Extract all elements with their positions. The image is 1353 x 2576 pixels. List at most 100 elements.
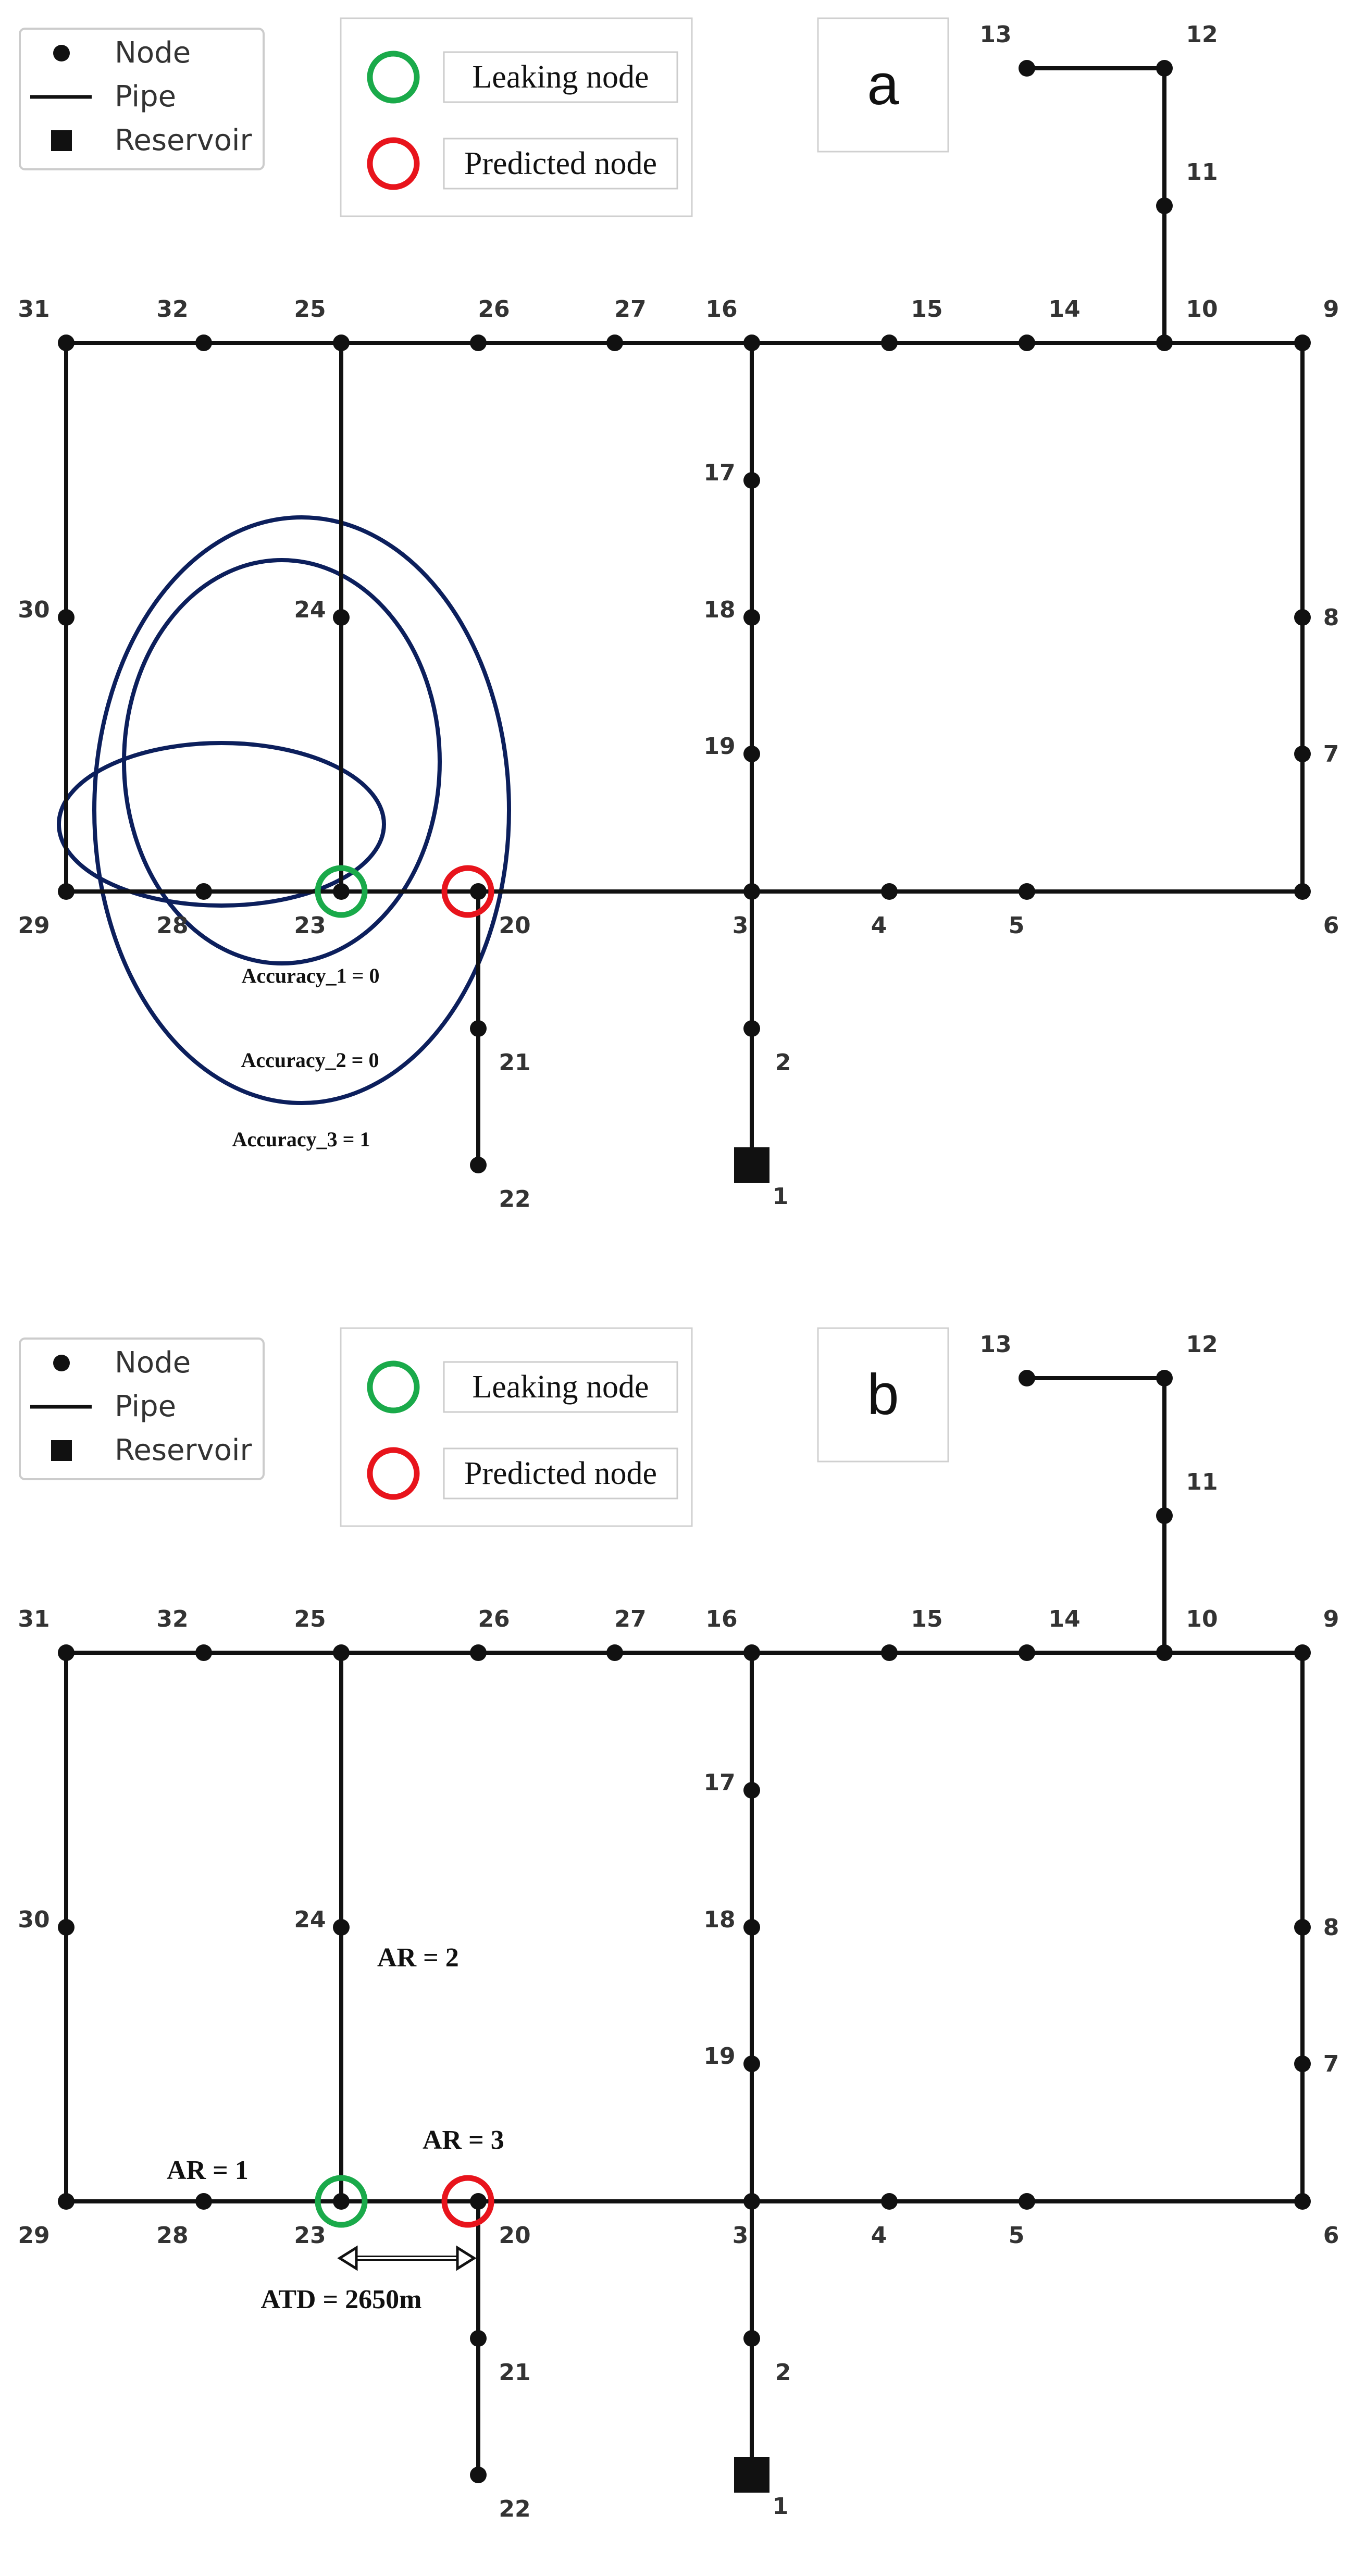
node-label-29: 29 (18, 2222, 49, 2249)
accuracy-2-ellipse (122, 558, 442, 965)
node-7 (1294, 746, 1311, 762)
node-label-17: 17 (703, 1769, 735, 1796)
panel-a-label-box: a (817, 17, 949, 153)
node-18 (743, 1919, 760, 1936)
node-28 (195, 883, 212, 900)
node-26 (470, 335, 487, 351)
node-label-3: 3 (733, 912, 749, 939)
node-label-1: 1 (773, 1183, 789, 1210)
node-label-18: 18 (703, 1906, 735, 1933)
panel-b-label: b (867, 1363, 899, 1427)
node-31 (58, 1644, 75, 1661)
node-16 (743, 1644, 760, 1661)
node-21 (470, 2330, 487, 2347)
predicted-node-marker (441, 865, 494, 918)
node-13 (1019, 1370, 1035, 1386)
node-20 (470, 2193, 487, 2210)
node-label-30: 30 (18, 1906, 49, 1933)
node-20 (470, 883, 487, 900)
node-label-23: 23 (294, 912, 326, 939)
node-14 (1019, 1644, 1035, 1661)
node-label-27: 27 (614, 1606, 646, 1632)
node-label-2: 2 (775, 2359, 791, 2386)
node-7 (1294, 2055, 1311, 2072)
ar-1-label: AR = 1 (167, 2156, 249, 2185)
node-22 (470, 2467, 487, 2483)
node-label-9: 9 (1323, 296, 1339, 323)
node-24 (333, 609, 350, 626)
node-label-1: 1 (773, 2493, 789, 2520)
node-17 (743, 1782, 760, 1799)
network-legend-box (19, 1337, 265, 1480)
node-label-18: 18 (703, 597, 735, 623)
predicted-node-marker (441, 2175, 494, 2228)
node-27 (606, 335, 623, 351)
legend-reservoir-marker (51, 130, 72, 151)
node-label-13: 13 (979, 21, 1011, 48)
network-legend: Node Pipe Reservoir (19, 1337, 265, 1480)
legend-predicted-label: Predicted node (464, 146, 657, 181)
node-label-10: 10 (1186, 1606, 1218, 1632)
node-label-17: 17 (703, 460, 735, 486)
node-label-12: 12 (1186, 21, 1218, 48)
node-label-22: 22 (499, 1186, 530, 1212)
node-label-7: 7 (1323, 2051, 1339, 2077)
node-label-11: 11 (1186, 1469, 1218, 1495)
legend-leaking-label: Leaking node (472, 59, 649, 95)
legend-reservoir-marker (51, 1440, 72, 1461)
legend-reservoir-label: Reservoir (115, 1433, 252, 1467)
panel-a-label: a (867, 53, 899, 117)
node-label-29: 29 (18, 912, 49, 939)
node-label-24: 24 (294, 1906, 326, 1933)
node-32 (195, 335, 212, 351)
node-9 (1294, 1644, 1311, 1661)
node-3 (743, 883, 760, 900)
node-label-30: 30 (18, 597, 49, 623)
node-29 (58, 883, 75, 900)
accuracy-3-ellipse (92, 515, 511, 1105)
node-25 (333, 335, 350, 351)
node-label-3: 3 (733, 2222, 749, 2249)
node-8 (1294, 609, 1311, 626)
atd-arrowhead-left (337, 2245, 358, 2271)
node-label-22: 22 (499, 2496, 530, 2522)
node-25 (333, 1644, 350, 1661)
node-label-21: 21 (499, 1049, 530, 1076)
node-label-20: 20 (499, 912, 530, 939)
accuracy-1-label: Accuracy_1 = 0 (242, 964, 380, 987)
node-15 (881, 1644, 898, 1661)
node-6 (1294, 2193, 1311, 2210)
node-label-4: 4 (871, 912, 887, 939)
node-16 (743, 335, 760, 351)
node-label-21: 21 (499, 2359, 530, 2386)
marker-legend: Leaking node Predicted node (340, 1327, 693, 1527)
marker-legend: Leaking node Predicted node (340, 17, 693, 217)
ar-3-label: AR = 3 (423, 2125, 504, 2155)
node-label-31: 31 (18, 1606, 49, 1632)
node-26 (470, 1644, 487, 1661)
node-30 (58, 609, 75, 626)
accuracy-1-ellipse (57, 741, 386, 908)
node-29 (58, 2193, 75, 2210)
node-27 (606, 1644, 623, 1661)
legend-leaking-marker (367, 1360, 420, 1414)
node-4 (881, 2193, 898, 2210)
node-14 (1019, 335, 1035, 351)
atd-arrowhead-right (456, 2245, 477, 2271)
leaking-node-marker (315, 865, 368, 918)
network-legend-box (19, 28, 265, 170)
legend-reservoir-label: Reservoir (115, 123, 252, 157)
node-label-7: 7 (1323, 741, 1339, 767)
node-label-11: 11 (1186, 159, 1218, 185)
node-10 (1156, 1644, 1173, 1661)
node-5 (1019, 2193, 1035, 2210)
node-label-9: 9 (1323, 1606, 1339, 1632)
node-label-26: 26 (478, 296, 510, 323)
node-12 (1156, 1370, 1173, 1386)
legend-node-marker (53, 1355, 70, 1371)
ar-2-label: AR = 2 (377, 1943, 459, 1973)
node-17 (743, 472, 760, 489)
legend-pipe-label: Pipe (115, 80, 176, 114)
